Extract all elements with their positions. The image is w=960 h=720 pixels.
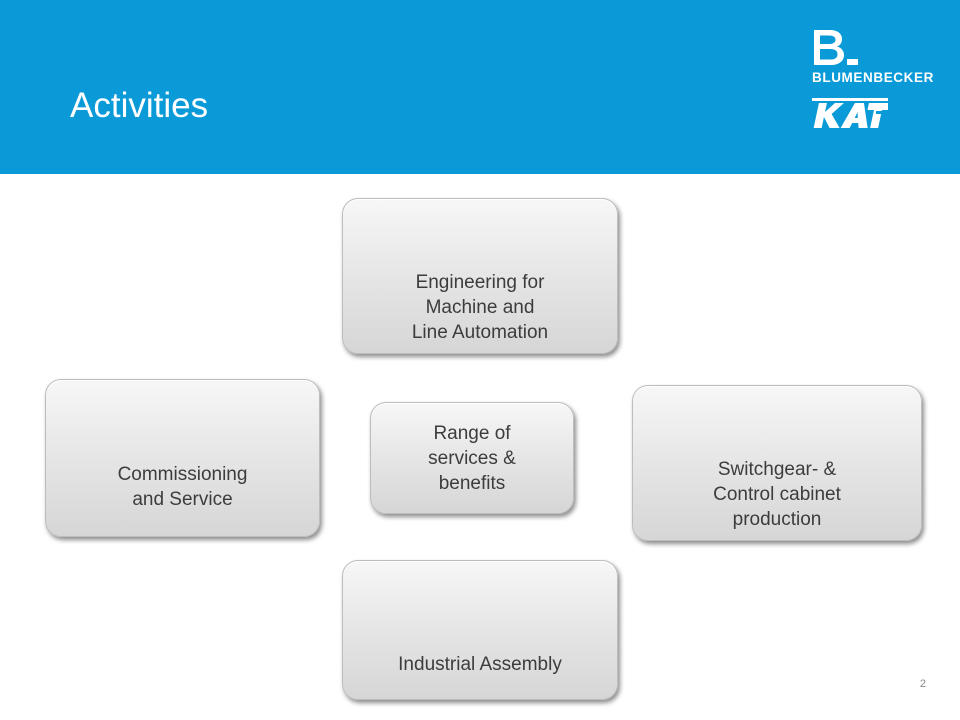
engineering-box[interactable]: Engineering for Machine and Line Automat…	[342, 198, 618, 354]
commissioning-line-1: Commissioning	[117, 464, 248, 485]
range-line-2: services &	[428, 447, 516, 469]
slide-title: Activities	[70, 86, 209, 125]
industrial-line-1: Industrial Assembly	[398, 654, 562, 675]
switchgear-box[interactable]: Switchgear- & Control cabinet production	[632, 385, 922, 541]
commissioning-line-2: and Service	[132, 489, 233, 510]
industrial-assembly-box[interactable]: Industrial Assembly	[342, 560, 618, 700]
blumenbecker-b-logo-icon	[814, 30, 858, 65]
engineering-line-3: Line Automation	[411, 322, 549, 343]
switchgear-line-2: Control cabinet	[713, 484, 841, 505]
range-line-3: benefits	[438, 472, 506, 494]
header-banner: Activities BLUMENBECKER	[0, 0, 960, 174]
commissioning-box[interactable]: Commissioning and Service	[45, 379, 320, 537]
switchgear-line-1: Switchgear- &	[717, 459, 837, 480]
range-of-services-box[interactable]: Range of services & benefits	[370, 402, 574, 514]
page-number: 2	[919, 678, 926, 690]
engineering-line-1: Engineering for	[415, 272, 545, 293]
brand-wordmark: BLUMENBECKER	[812, 70, 934, 85]
range-line-1: Range of	[433, 422, 511, 444]
switchgear-line-3: production	[732, 509, 822, 530]
engineering-line-2: Machine and	[425, 297, 535, 318]
kat-logo-icon	[812, 98, 888, 128]
